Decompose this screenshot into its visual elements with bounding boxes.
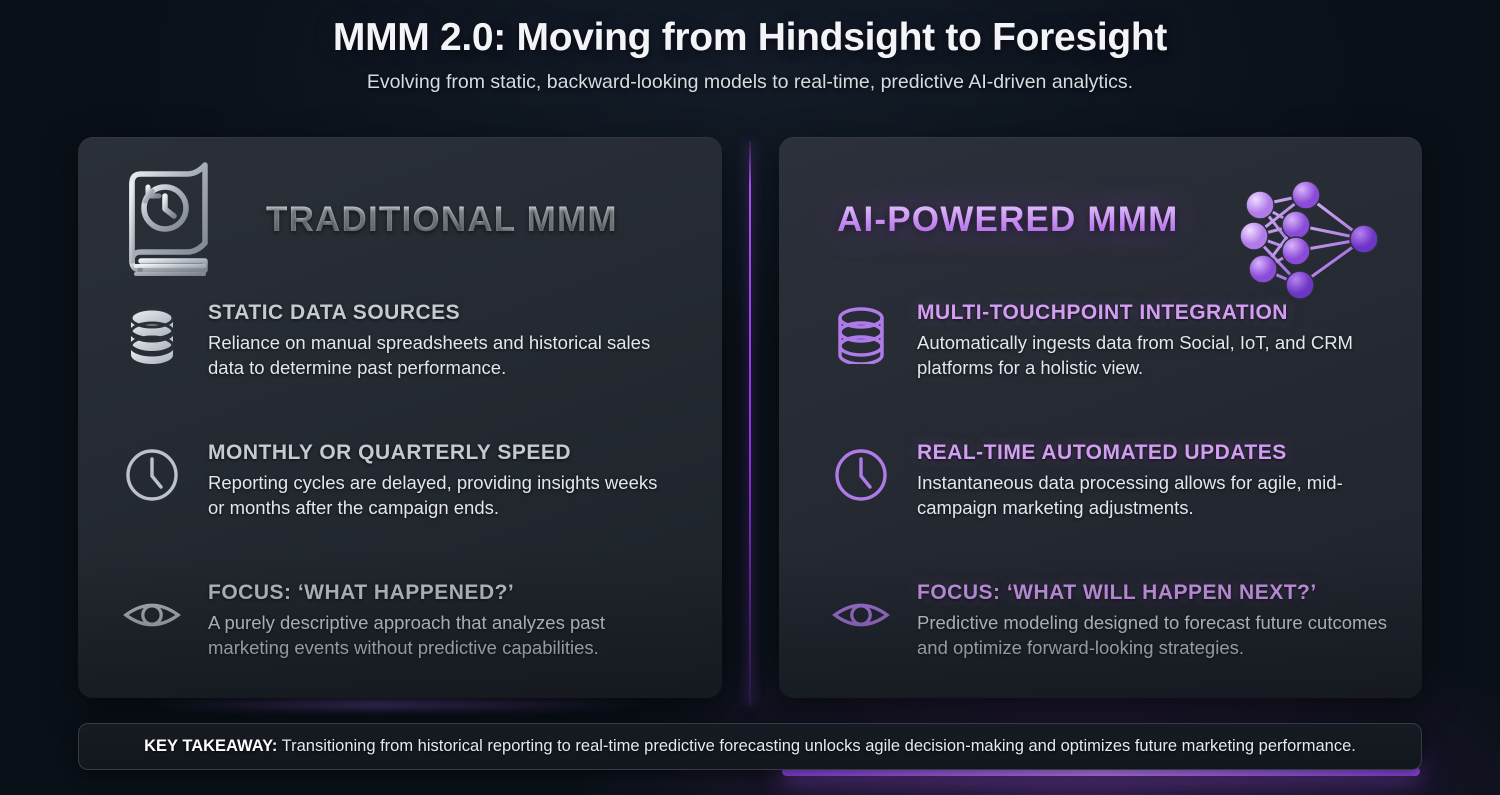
eye-icon [122,585,182,645]
feature-item: REAL-TIME AUTOMATED UPDATES Instantaneou… [831,439,1396,579]
header: MMM 2.0: Moving from Hindsight to Foresi… [0,16,1500,94]
book-history-icon [118,157,226,283]
database-icon [122,305,182,365]
feature-item: MONTHLY OR QUARTERLY SPEED Reporting cyc… [122,439,692,579]
feature-list-ai: MULTI-TOUCHPOINT INTEGRATION Automatical… [779,299,1422,698]
key-takeaway-text: KEY TAKEAWAY: Transitioning from histori… [144,737,1356,756]
page-title: MMM 2.0: Moving from Hindsight to Foresi… [332,16,1168,59]
right-panel-glow [782,767,1420,776]
panel-traditional-mmm: TRADITIONAL MMM [78,137,722,698]
feature-title: STATIC DATA SOURCES [208,301,461,324]
neural-network-icon [1238,180,1388,304]
feature-item: FOCUS: ‘WHAT WILL HAPPEN NEXT?’ Predicti… [831,579,1396,698]
feature-description: Instantaneous data processing allows for… [917,472,1343,519]
panel-title-ai: AI-POWERED MMM [837,200,1179,239]
feature-body: MONTHLY OR QUARTERLY SPEED Reporting cyc… [208,439,678,521]
key-takeaway-label: KEY TAKEAWAY: [144,737,278,755]
feature-title: FOCUS: ‘WHAT HAPPENED?’ [208,581,515,604]
feature-item: FOCUS: ‘WHAT HAPPENED?’ A purely descrip… [122,579,692,698]
panel-header-ai: AI-POWERED MMM [779,155,1422,300]
key-takeaway-bar: KEY TAKEAWAY: Transitioning from histori… [78,723,1422,770]
feature-title: MONTHLY OR QUARTERLY SPEED [208,441,572,464]
feature-description: Automatically ingests data from Social, … [917,332,1353,379]
key-takeaway-body: Transitioning from historical reporting … [277,737,1356,755]
feature-body: MULTI-TOUCHPOINT INTEGRATION Automatical… [917,299,1387,381]
panel-ai-powered-mmm: AI-POWERED MMM [779,137,1422,698]
clock-icon [831,445,891,505]
feature-body: FOCUS: ‘WHAT HAPPENED?’ A purely descrip… [208,579,678,661]
panel-divider [749,141,751,705]
feature-item: MULTI-TOUCHPOINT INTEGRATION Automatical… [831,299,1396,439]
feature-description: Predictive modeling designed to forecast… [917,612,1387,659]
clock-icon [122,445,182,505]
database-icon [831,305,891,365]
panel-title-traditional: TRADITIONAL MMM [266,200,618,239]
page-subtitle: Evolving from static, backward-looking m… [366,71,1134,93]
feature-body: STATIC DATA SOURCES Reliance on manual s… [208,299,678,381]
feature-description: A purely descriptive approach that analy… [208,612,605,659]
feature-item: STATIC DATA SOURCES Reliance on manual s… [122,299,692,439]
feature-list-traditional: STATIC DATA SOURCES Reliance on manual s… [78,299,722,698]
feature-title: REAL-TIME AUTOMATED UPDATES [917,441,1287,464]
panel-header-traditional: TRADITIONAL MMM [78,155,722,285]
feature-title: MULTI-TOUCHPOINT INTEGRATION [917,301,1288,324]
feature-title: FOCUS: ‘WHAT WILL HAPPEN NEXT?’ [917,581,1317,604]
feature-body: FOCUS: ‘WHAT WILL HAPPEN NEXT?’ Predicti… [917,579,1387,661]
eye-icon [831,585,891,645]
feature-description: Reliance on manual spreadsheets and hist… [208,332,651,379]
feature-description: Reporting cycles are delayed, providing … [208,472,658,519]
feature-body: REAL-TIME AUTOMATED UPDATES Instantaneou… [917,439,1387,521]
left-panel-glow [150,700,650,709]
